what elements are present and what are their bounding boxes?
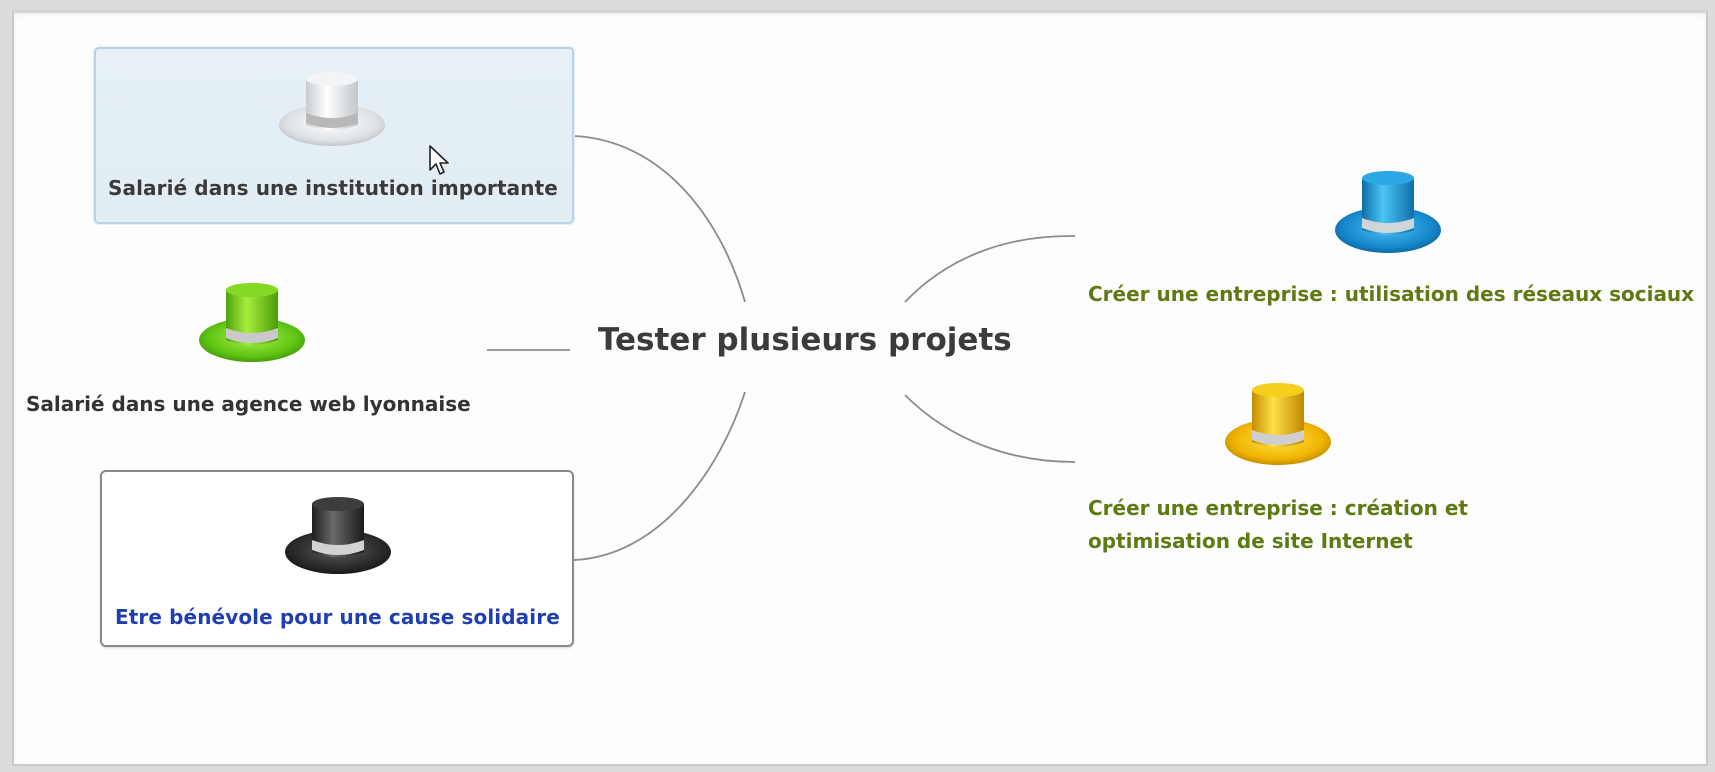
- topic-label-line: Créer une entreprise : création et: [1088, 496, 1468, 520]
- topic-white-hat[interactable]: Salarié dans une institution importante: [94, 47, 574, 224]
- topic-black-hat[interactable]: Etre bénévole pour une cause solidaire: [100, 470, 574, 647]
- mouse-cursor-icon: [429, 145, 449, 175]
- yellow-hat-icon: [1225, 383, 1331, 465]
- topic-label: Etre bénévole pour une cause solidaire: [115, 605, 560, 629]
- blue-hat-icon: [1335, 171, 1441, 253]
- black-hat-icon: [285, 497, 391, 574]
- topic-label-blue[interactable]: Créer une entreprise : utilisation des r…: [1088, 282, 1695, 306]
- central-topic[interactable]: Tester plusieurs projets: [598, 322, 1012, 358]
- topic-label-green[interactable]: Salarié dans une agence web lyonnaise: [26, 392, 471, 416]
- white-hat-icon: [279, 72, 385, 146]
- topic-label: Salarié dans une institution importante: [108, 176, 558, 200]
- topic-label-yellow[interactable]: Créer une entreprise : création et optim…: [1088, 492, 1468, 558]
- topic-label-line: optimisation de site Internet: [1088, 529, 1413, 553]
- green-hat-icon: [199, 283, 305, 362]
